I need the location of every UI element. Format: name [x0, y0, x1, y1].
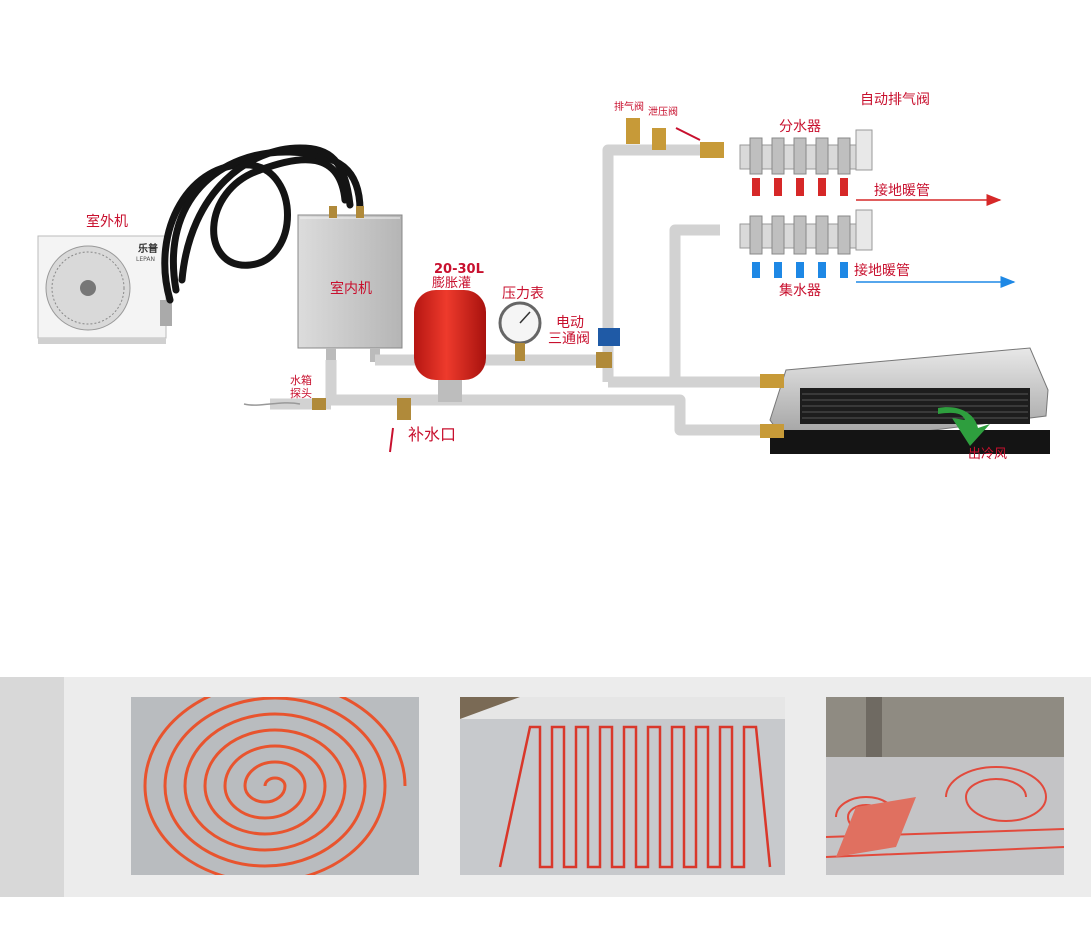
- water-collector-label: 集水器: [779, 283, 821, 299]
- room-floor-heating-photo: [826, 697, 1064, 875]
- water-tank-probe-label-line1: 水箱: [290, 374, 312, 387]
- floor-heating-return-label: 接地暖管: [854, 263, 910, 279]
- exhaust-valve-label: 排气阀: [614, 102, 644, 113]
- outdoor-unit: [37, 235, 172, 344]
- auto-exhaust-valve-label: 自动排气阀: [860, 92, 930, 108]
- outdoor-brand-logo: 乐普: [138, 244, 158, 255]
- water-distributor: [739, 129, 873, 196]
- water-distributor-label: 分水器: [779, 119, 821, 135]
- indoor-unit-label: 室内机: [330, 281, 372, 297]
- three-way-valve-label-line1: 电动: [556, 315, 584, 331]
- heat-pump-system-diagram: [37, 118, 1050, 454]
- water-collector: [739, 209, 873, 278]
- refill-port-label: 补水口: [408, 425, 457, 444]
- refrigerant-hoses: [161, 144, 364, 304]
- relief-valve-label: 泄压阀: [648, 107, 678, 118]
- outdoor-brand-sub: LEPAN: [136, 256, 155, 263]
- fan-coil-unit: [760, 347, 1050, 454]
- outdoor-unit-label: 室外机: [86, 214, 128, 230]
- three-way-valve-label-line2: 三通阀: [548, 331, 590, 347]
- serpentine-floor-heating-photo: [460, 697, 785, 875]
- expansion-tank-label: 膨胀灌: [432, 276, 472, 291]
- expansion-tank: [414, 290, 486, 402]
- floor-heating-photo-strip: [0, 677, 1091, 897]
- cold-air-out-label: 出冷风: [968, 447, 1008, 462]
- floor-heating-supply-label: 接地暖管: [874, 183, 930, 199]
- water-pipes: [270, 144, 770, 436]
- top-valves: [626, 118, 724, 158]
- three-way-valve: [596, 328, 620, 368]
- water-tank-probe-label-line2: 探头: [290, 387, 312, 400]
- pressure-gauge: [498, 301, 542, 361]
- pressure-gauge-label: 压力表: [502, 286, 544, 302]
- expansion-tank-size-label: 20-30L: [434, 262, 484, 277]
- strip-side-band: [0, 677, 64, 897]
- water-tank-probe: [243, 398, 326, 410]
- spiral-floor-heating-photo: [131, 697, 419, 875]
- refill-port: [389, 398, 411, 453]
